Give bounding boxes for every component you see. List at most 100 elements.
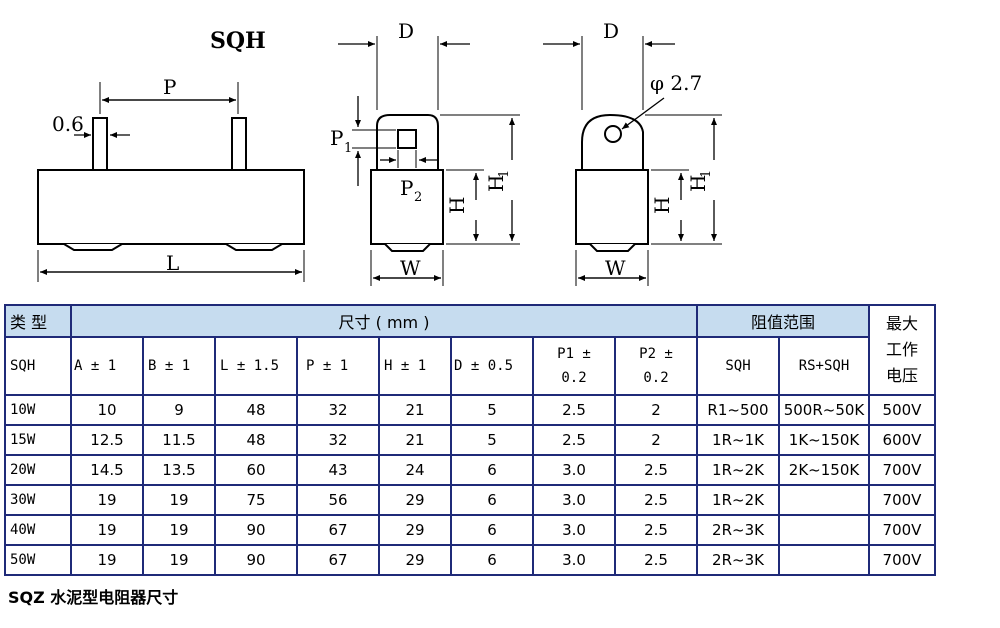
cell-d: 6 <box>450 544 534 576</box>
cell-v: 600V <box>868 424 936 456</box>
cell-b: 9 <box>142 394 216 426</box>
cell-v: 700V <box>868 514 936 546</box>
height-label-2: H <box>650 197 674 214</box>
resistance-header: 阻值范围 <box>696 304 870 338</box>
cell-d: 6 <box>450 484 534 516</box>
cell-type: 40W <box>4 514 72 546</box>
col-h-header: H ± 1 <box>378 336 452 396</box>
cell-sqh: 1R~1K <box>696 424 780 456</box>
cell-h: 24 <box>378 454 452 486</box>
hole-diameter-label: φ 2.7 <box>650 71 702 95</box>
cell-d: 5 <box>450 424 534 456</box>
cell-sqh: 1R~2K <box>696 484 780 516</box>
col-a-header: A ± 1 <box>70 336 144 396</box>
cell-v: 700V <box>868 544 936 576</box>
cell-p: 43 <box>296 454 380 486</box>
cell-b: 19 <box>142 484 216 516</box>
voltage-header-line: 电压 <box>885 366 918 385</box>
col-l-header: L ± 1.5 <box>214 336 298 396</box>
cell-rs <box>778 514 870 546</box>
cell-rs: 500R~50K <box>778 394 870 426</box>
cell-h: 21 <box>378 424 452 456</box>
cell-rs: 1K~150K <box>778 424 870 456</box>
cell-sqh: 2R~3K <box>696 544 780 576</box>
col-p2-line1: P2 ± <box>639 346 673 362</box>
cell-b: 19 <box>142 544 216 576</box>
width-label: W <box>400 256 421 280</box>
model-title: SQH <box>210 28 266 54</box>
p1-label: P <box>330 126 343 150</box>
dimension-drawing: SQH P 0.6 L <box>37 19 722 286</box>
col-res-rs-header: RS+SQH <box>778 336 870 396</box>
cell-p1: 3.0 <box>532 544 616 576</box>
table-subheader-row: SQH A ± 1 B ± 1 L ± 1.5 P ± 1 H ± 1 D ± … <box>4 336 935 396</box>
cell-type: 30W <box>4 484 72 516</box>
cell-b: 19 <box>142 514 216 546</box>
depth-label-2: D <box>603 19 619 43</box>
length-label: L <box>166 251 179 275</box>
cell-p1: 2.5 <box>532 394 616 426</box>
pitch-label: P <box>163 75 176 99</box>
cell-d: 5 <box>450 394 534 426</box>
pin-width-label: 0.6 <box>52 112 84 136</box>
size-header: 尺寸 ( mm ) <box>70 304 698 338</box>
type-header: 类 型 <box>4 304 72 338</box>
cell-h: 29 <box>378 484 452 516</box>
p2-label: P <box>400 176 413 200</box>
width-label-2: W <box>605 256 626 280</box>
cell-p2: 2.5 <box>614 514 698 546</box>
cell-p: 67 <box>296 544 380 576</box>
cell-v: 700V <box>868 484 936 516</box>
col-p1-line1: P1 ± <box>557 346 591 362</box>
cell-sqh: 1R~2K <box>696 454 780 486</box>
col-b-header: B ± 1 <box>142 336 216 396</box>
height1-subscript-2: 1 <box>699 170 714 178</box>
front-view <box>37 82 305 282</box>
cell-a: 10 <box>70 394 144 426</box>
voltage-header-line: 最大 <box>885 314 918 333</box>
cell-p1: 3.0 <box>532 454 616 486</box>
table-header-row: 类 型 尺寸 ( mm ) 阻值范围 最大 工作 电压 <box>4 304 936 396</box>
cell-p2: 2.5 <box>614 484 698 516</box>
height-label: H <box>445 197 469 214</box>
col-p2-line2: 0.2 <box>643 370 669 386</box>
p2-subscript: 2 <box>414 190 422 205</box>
dimension-table: 类 型 尺寸 ( mm ) 阻值范围 最大 工作 电压 SQH A ± 1 B … <box>4 304 936 576</box>
cell-h: 29 <box>378 544 452 576</box>
cell-type: 15W <box>4 424 72 456</box>
col-p1-header: P1 ± 0.2 <box>532 336 616 396</box>
depth-label: D <box>398 19 414 43</box>
voltage-header-line: 工作 <box>885 340 918 359</box>
cell-v: 700V <box>868 454 936 486</box>
table-caption: SQZ 水泥型电阻器尺寸 <box>8 588 179 607</box>
cell-type: 10W <box>4 394 72 426</box>
side-view-2 <box>543 36 722 286</box>
p1-subscript: 1 <box>344 141 352 156</box>
col-res-sqh-header: SQH <box>696 336 780 396</box>
cell-rs <box>778 484 870 516</box>
cell-sqh: 2R~3K <box>696 514 780 546</box>
cell-p: 32 <box>296 394 380 426</box>
col-p-header: P ± 1 <box>296 336 380 396</box>
cell-l: 48 <box>214 394 298 426</box>
cell-a: 19 <box>70 514 144 546</box>
cell-rs <box>778 544 870 576</box>
cell-p: 56 <box>296 484 380 516</box>
cell-p2: 2.5 <box>614 454 698 486</box>
cell-l: 48 <box>214 424 298 456</box>
cell-p: 67 <box>296 514 380 546</box>
cell-d: 6 <box>450 514 534 546</box>
col-p2-header: P2 ± 0.2 <box>614 336 698 396</box>
cell-h: 21 <box>378 394 452 426</box>
cell-l: 60 <box>214 454 298 486</box>
cell-rs: 2K~150K <box>778 454 870 486</box>
cell-v: 500V <box>868 394 936 426</box>
cell-l: 90 <box>214 544 298 576</box>
